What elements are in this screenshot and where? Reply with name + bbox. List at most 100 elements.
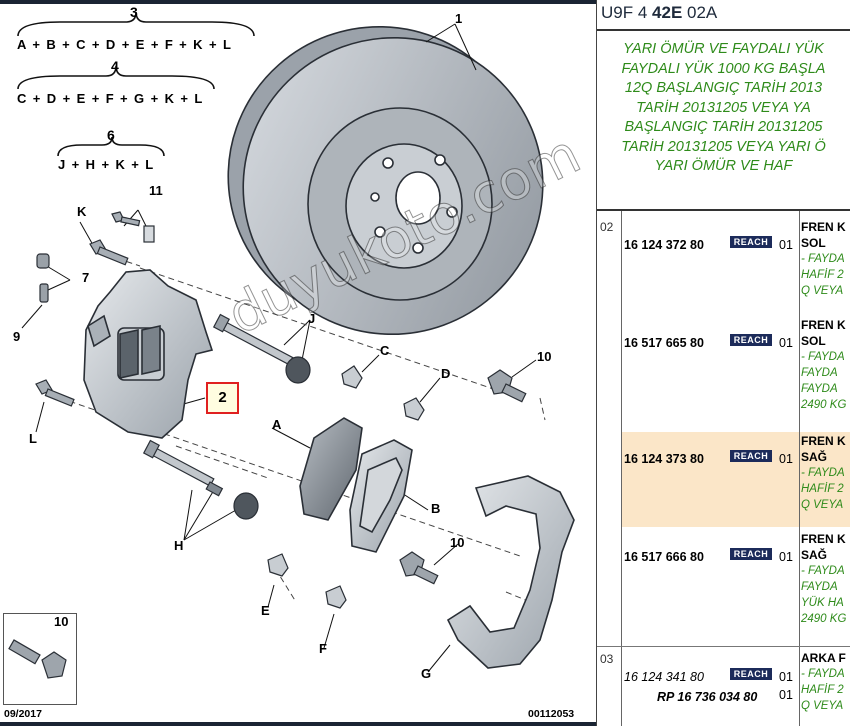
catalog-code-bold: 42E — [652, 3, 683, 22]
description-title: ARKA F — [801, 651, 846, 665]
brake-pads — [299, 417, 413, 553]
carrier-bracket — [446, 475, 575, 669]
quantity: 01 — [779, 688, 793, 702]
note-line: YARI ÖMÜR VE FAYDALI YÜK — [623, 41, 824, 57]
description-note: FAYDA — [801, 383, 838, 395]
callout-b-pad: B — [431, 501, 441, 516]
catalog-code: U9F 4 42E 02A — [601, 3, 717, 23]
part-description: FREN K SAĞ - FAYDA HAFİF 2 Q VEYA — [801, 433, 850, 513]
group-separator — [597, 646, 850, 647]
inset-bolt-box — [3, 613, 77, 705]
part-number[interactable]: 16 124 373 80 — [624, 452, 704, 466]
diagram-date: 09/2017 — [4, 708, 42, 720]
quantity: 01 — [779, 550, 793, 564]
brake-disc — [227, 25, 544, 336]
quantity: 01 — [779, 238, 793, 252]
part-number[interactable]: RP 16 736 034 80 — [657, 690, 758, 704]
callout-h-pins: H — [174, 538, 184, 553]
description-side: SAĞ — [801, 548, 828, 562]
part-number[interactable]: 16 517 665 80 — [624, 336, 704, 350]
group-3-formula: A + B + C + D + E + F + K + L — [17, 37, 233, 52]
callout-e-spring: E — [261, 603, 270, 618]
column-divider — [621, 211, 622, 726]
callout-2-caliper[interactable]: 2 — [206, 382, 239, 414]
springs — [267, 365, 425, 609]
panel-divider — [596, 0, 597, 726]
leader-lines — [21, 23, 537, 673]
caliper — [83, 269, 214, 439]
description-note: Q VEYA — [801, 499, 844, 511]
inset-bolt — [8, 639, 67, 679]
part-description: FREN K SOL - FAYDA HAFİF 2 Q VEYA — [801, 219, 850, 299]
description-note: - FAYDA — [801, 467, 845, 479]
catalog-code-suffix: 02A — [682, 3, 718, 22]
description-note: FAYDA — [801, 367, 838, 379]
bleed-screws — [36, 253, 50, 303]
diagram-reference: 00112053 — [528, 708, 575, 720]
callout-c-spring: C — [380, 343, 390, 358]
group-braces — [17, 11, 255, 157]
note-line: YARI ÖMÜR VE HAF — [654, 158, 793, 174]
note-line: TARİH 20131205 VEYA YARI Ö — [621, 138, 826, 155]
callout-10-inset: 10 — [54, 614, 69, 629]
mounting-bolts — [399, 369, 527, 585]
description-note: - FAYDA — [801, 668, 845, 680]
exploded-diagram: 3 A + B + C + D + E + F + K + L 4 C + D … — [0, 0, 596, 726]
header-rule — [597, 29, 850, 31]
callout-d-spring: D — [441, 366, 451, 381]
part-description: FREN K SAĞ - FAYDA FAYDA YÜK HA 2490 KG — [801, 531, 850, 627]
description-title: FREN K — [801, 532, 846, 546]
description-note: - FAYDA — [801, 253, 845, 265]
catalog-code-prefix: U9F 4 — [601, 3, 653, 22]
column-divider — [799, 211, 800, 726]
callout-10-bolt-lower: 10 — [450, 535, 465, 550]
callout-j-pins: J — [308, 311, 316, 326]
reach-badge: REACH — [730, 334, 772, 346]
description-side: SOL — [801, 334, 826, 348]
group-3-number: 3 — [130, 4, 138, 20]
description-note: - FAYDA — [801, 351, 845, 363]
diagram-frame-top — [0, 0, 596, 4]
parts-panel: U9F 4 42E 02A YARI ÖMÜR VE FAYDALI YÜK F… — [597, 0, 850, 726]
description-note: YÜK HA — [801, 597, 844, 609]
description-note: HAFİF 2 — [801, 483, 844, 495]
note-line: 12Q BAŞLANGIÇ TARİH 2013 — [624, 80, 823, 96]
note-line: BAŞLANGIÇ TARİH 20131205 — [624, 119, 823, 135]
quantity: 01 — [779, 670, 793, 684]
callout-g-carrier: G — [421, 666, 432, 681]
group-6-number: 6 — [107, 127, 115, 143]
reach-badge: REACH — [730, 450, 772, 462]
description-note: - FAYDA — [801, 565, 845, 577]
part-number[interactable]: 16 124 372 80 — [624, 238, 704, 252]
description-note: 2490 KG — [801, 613, 847, 625]
notes-rule — [597, 209, 850, 211]
part-number[interactable]: 16 517 666 80 — [624, 550, 704, 564]
note-line: TARİH 20131205 VEYA YA — [636, 99, 811, 116]
selected-row-highlight — [622, 432, 850, 527]
callout-10-bolt-upper: 10 — [537, 349, 552, 364]
group-4-number: 4 — [111, 58, 119, 74]
quantity: 01 — [779, 336, 793, 350]
part-description: ARKA F - FAYDA — [801, 650, 850, 682]
description-note: 2490 KG — [801, 399, 847, 411]
description-title: FREN K — [801, 434, 846, 448]
reach-badge: REACH — [730, 668, 772, 680]
applicability-notes: YARI ÖMÜR VE FAYDALI YÜK FAYDALI YÜK 100… — [597, 40, 850, 177]
callout-f-spring: F — [319, 641, 327, 656]
part-number[interactable]: 16 124 341 80 — [624, 670, 704, 684]
diagram-drawing — [8, 11, 575, 679]
description-side: SOL — [801, 236, 826, 250]
quantity: 01 — [779, 452, 793, 466]
part-description: FREN K SOL - FAYDA FAYDA FAYDA 2490 KG — [801, 317, 850, 413]
description-note: HAFİF 2 — [801, 684, 844, 696]
diagram-frame-bottom — [0, 722, 596, 726]
note-line: FAYDALI YÜK 1000 KG BAŞLA — [621, 60, 826, 77]
group-label-02: 02 — [600, 220, 614, 234]
description-note: Q VEYA — [801, 700, 844, 712]
callout-9-cap: 9 — [13, 329, 21, 344]
reach-badge: REACH — [730, 548, 772, 560]
group-4-formula: C + D + E + F + G + K + L — [17, 91, 204, 106]
group-6-formula: J + H + K + L — [58, 157, 155, 172]
description-title: FREN K — [801, 318, 846, 332]
description-side: SAĞ — [801, 450, 828, 464]
